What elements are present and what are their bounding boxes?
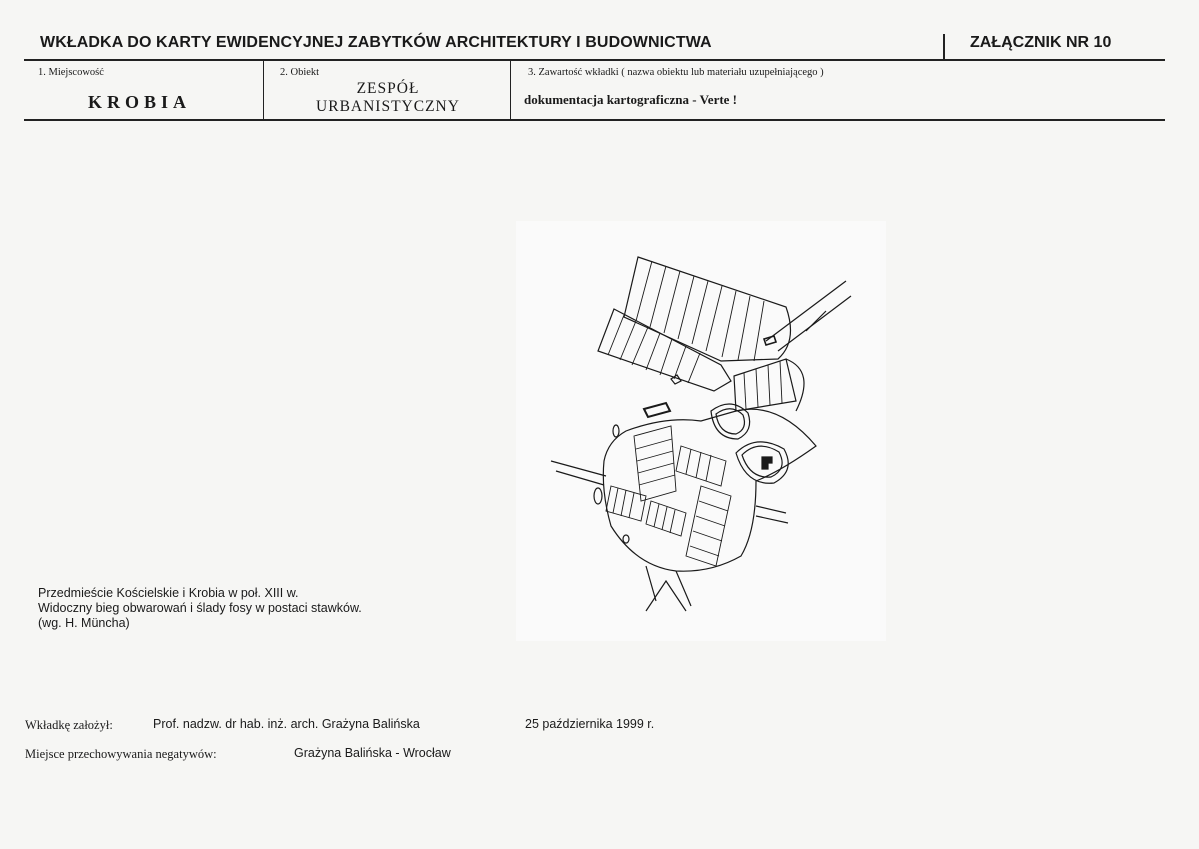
content-value: dokumentacja kartograficzna - Verte ! [524,92,738,107]
map-caption: Przedmieście Kościelskie i Krobia w poł.… [38,586,362,631]
annex-number: ZAŁĄCZNIK NR 10 [970,34,1112,51]
creation-date: 25 października 1999 r. [525,717,655,731]
town-plan-drawing [550,256,852,612]
created-by-label: Wkładkę założył: [25,718,113,732]
header-divider [943,34,945,60]
form-title: WKŁADKA DO KARTY EWIDENCYJNEJ ZABYTKÓW A… [40,34,712,51]
locality-value: KROBIA [88,92,192,112]
locality-label: 1. Miejscowość [38,67,104,78]
caption-line-2: Widoczny bieg obwarowań i ślady fosy w p… [38,601,362,615]
field-divider-2 [510,60,511,120]
object-value-line1: ZESPÓŁ [356,80,420,97]
caption-line-1: Przedmieście Kościelskie i Krobia w poł.… [38,586,299,600]
field-divider-1 [263,60,264,120]
header-rule [24,59,1165,61]
historic-map [516,221,886,641]
created-by-value: Prof. nadzw. dr hab. inż. arch. Grażyna … [153,717,420,731]
negatives-location-label: Miejsce przechowywania negatywów: [25,747,217,761]
object-label: 2. Obiekt [280,67,320,78]
content-label: 3. Zawartość wkładki ( nazwa obiektu lub… [528,67,824,78]
fields-rule [24,119,1165,121]
caption-line-3: (wg. H. Müncha) [38,616,130,630]
object-value-line2: URBANISTYCZNY [316,98,460,115]
negatives-location-value: Grażyna Balińska - Wrocław [294,746,451,760]
object-value: ZESPÓŁ URBANISTYCZNY [270,80,506,116]
